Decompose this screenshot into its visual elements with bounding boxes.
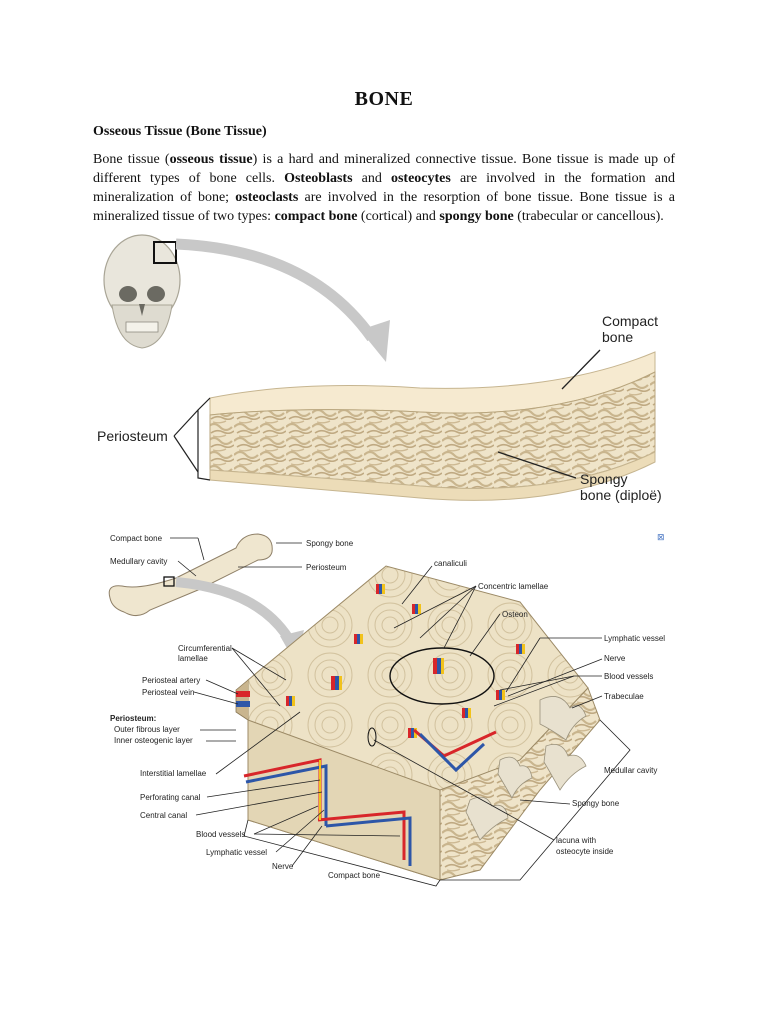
intro-paragraph: Bone tissue (osseous tissue) is a hard a… <box>93 150 675 226</box>
paragraph-text: ) is a hard and mineralized connective t… <box>93 152 675 186</box>
paragraph-text: Bone tissue ( <box>93 152 170 167</box>
label-inner-osteogenic: Inner osteogenic layer <box>114 736 193 745</box>
label-lymphatic-vessel-right: Lymphatic vessel <box>604 634 665 643</box>
label-canaliculi: canaliculi <box>434 559 467 568</box>
label-blood-vessels-left: Blood vessels <box>196 830 245 839</box>
skull-illustration <box>103 234 181 349</box>
paragraph-text: (trabecular or cancellous). <box>513 209 664 224</box>
label-periosteum-heading: Periosteum: <box>110 714 156 723</box>
label-interstitial: Interstitial lamellae <box>140 769 207 778</box>
paragraph-text: and <box>352 171 391 186</box>
lacuna-outline <box>367 727 377 747</box>
bold-term: Osteoblasts <box>284 171 353 186</box>
paragraph-text: are involved in the formation and minera… <box>93 171 675 205</box>
compact-spongy-slab <box>197 351 656 501</box>
label-compact-bone: Compact bone <box>110 534 163 543</box>
bold-term: osseous tissue <box>169 152 253 167</box>
bold-term: compact bone <box>274 209 358 224</box>
osteon-canals <box>286 584 525 738</box>
label-lacuna-1: lacuna with <box>556 836 596 845</box>
label-spongy-bone-right: Spongy bone <box>572 799 620 808</box>
image-placeholder-icon: ⊠ <box>657 533 665 543</box>
label-compact-bone-2: bone <box>602 329 633 345</box>
leader-lines <box>170 537 631 887</box>
label-spongy-bone-1: Spongy <box>580 471 627 487</box>
label-central-canal: Central canal <box>140 811 187 820</box>
long-bone-illustration <box>108 533 273 616</box>
label-periosteum-small: Periosteum <box>306 563 347 572</box>
paragraph-text: (cortical) and <box>357 209 440 224</box>
label-circumferential-1: Circumferential <box>178 644 232 653</box>
label-spongy-bone-2: bone (diploë) <box>580 487 662 503</box>
document-title: BONE <box>354 88 414 110</box>
label-periosteal-vein: Periosteal vein <box>142 688 194 697</box>
label-compact-bone-bottom: Compact bone <box>328 871 381 880</box>
label-trabeculae: Trabeculae <box>604 692 644 701</box>
osteon-outline <box>389 647 495 705</box>
label-nerve-left: Nerve <box>272 862 294 871</box>
vessels <box>236 691 497 866</box>
label-concentric-lamellae: Concentric lamellae <box>478 582 549 591</box>
zoom-arrow-2 <box>175 577 297 647</box>
label-blood-vessels-right: Blood vessels <box>604 672 653 681</box>
zoom-arrowhead-1 <box>360 320 390 362</box>
label-medullar-cavity: Medullar cavity <box>604 766 657 775</box>
label-compact-bone-1: Compact <box>602 313 658 329</box>
label-periosteal-artery: Periosteal artery <box>142 676 200 685</box>
label-circumferential-2: lamellae <box>178 654 208 663</box>
section-heading: Osseous Tissue (Bone Tissue) <box>93 124 267 139</box>
label-spongy-bone-small: Spongy bone <box>306 539 354 548</box>
zoom-arrow-1 <box>175 238 377 342</box>
paragraph-text: are involved in the resorption of bone t… <box>93 190 675 224</box>
label-periosteum: Periosteum <box>97 428 168 444</box>
label-nerve-right: Nerve <box>604 654 626 663</box>
bold-term: spongy bone <box>439 209 514 224</box>
label-outer-fibrous: Outer fibrous layer <box>114 725 180 734</box>
label-osteon: Osteon <box>502 610 528 619</box>
label-medullary-cavity: Medullary cavity <box>110 557 167 566</box>
skull-highlight-box <box>153 241 177 264</box>
bold-term: osteoclasts <box>235 190 299 205</box>
label-lacuna-2: osteocyte inside <box>556 847 614 856</box>
bold-term: osteocytes <box>390 171 451 186</box>
label-perforating-canal: Perforating canal <box>140 793 201 802</box>
label-lymphatic-vessel-left: Lymphatic vessel <box>206 848 267 857</box>
